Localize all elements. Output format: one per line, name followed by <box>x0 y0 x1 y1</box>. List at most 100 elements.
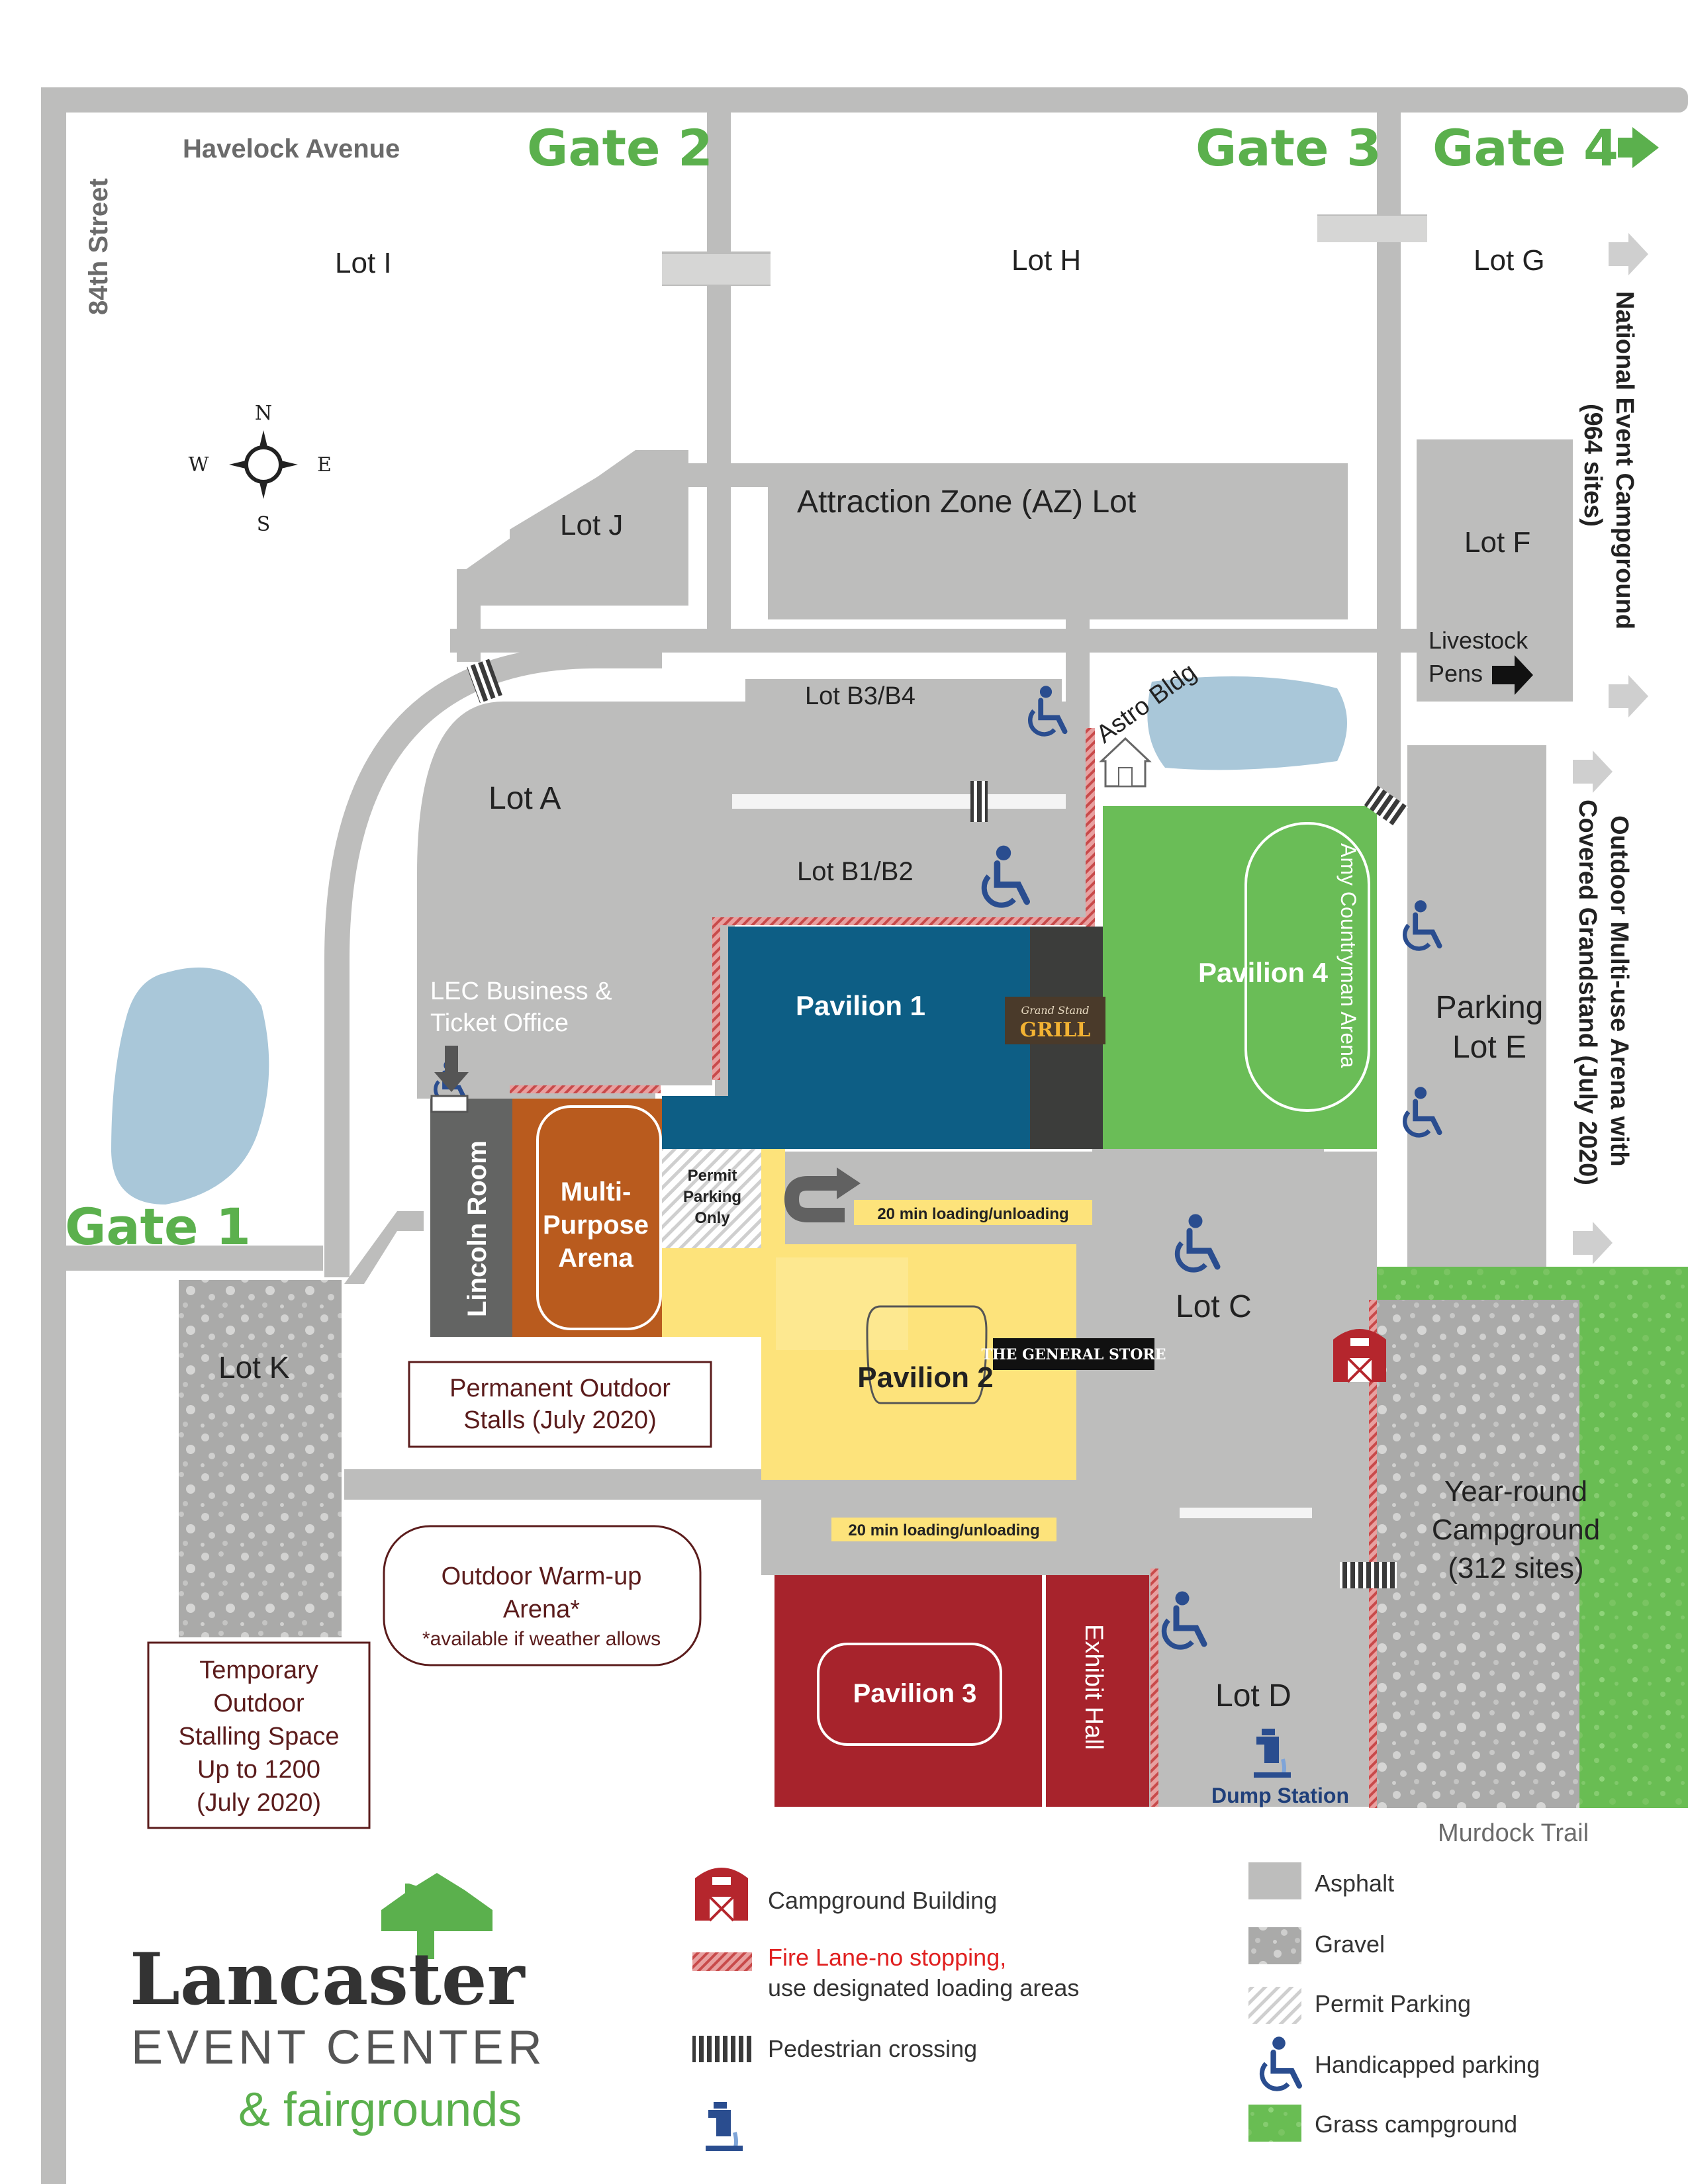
lot-i-label: Lot I <box>335 247 392 279</box>
temp-label-1: Temporary <box>199 1657 318 1684</box>
lot-a-label: Lot A <box>489 781 561 816</box>
gate-3-label: Gate 3 <box>1196 118 1382 177</box>
murdock-label: Murdock Trail <box>1438 1819 1589 1847</box>
gate-4-arrow-icon <box>1618 127 1659 168</box>
campground-building-icon <box>1333 1329 1386 1383</box>
svg-text:GRILL: GRILL <box>1020 1019 1091 1042</box>
handicapped-legend-icon <box>1262 2036 1299 2089</box>
stalls-label-1: Permanent Outdoor <box>449 1375 671 1402</box>
lot-b34-label: Lot B3/B4 <box>805 682 915 710</box>
mpa-label-2: Purpose <box>543 1210 649 1240</box>
legend-fire-1: Fire Lane-no stopping, <box>768 1944 1006 1971</box>
temp-label-2: Outdoor <box>213 1690 305 1717</box>
pavilion-1-label: Pavilion 1 <box>796 990 925 1021</box>
mpa-label-1: Multi- <box>561 1177 632 1206</box>
pedestrian-crossings <box>467 659 1409 1588</box>
general-store-logo: THE GENERAL STORE <box>982 1338 1166 1370</box>
grill-logo: Grand Stand GRILL <box>1005 997 1105 1044</box>
logo-line-2: EVENT CENTER <box>131 2021 546 2074</box>
compass-rose: N S E W <box>189 402 332 536</box>
direction-arrow-icons <box>1573 233 1648 1264</box>
compass-s: S <box>257 513 271 536</box>
campground-gravel <box>1377 1300 1579 1808</box>
campground-label-1: Year-round <box>1444 1475 1587 1508</box>
gate-4-label: Gate 4 <box>1432 118 1618 177</box>
exhibit-hall-label: Exhibit Hall <box>1080 1624 1107 1750</box>
84th-street-label: 84th Street <box>84 178 113 315</box>
svg-text:Grand Stand: Grand Stand <box>1021 1004 1089 1017</box>
lot-c-label: Lot C <box>1176 1289 1252 1324</box>
compass-w: W <box>189 453 209 477</box>
gate-3-bar <box>1317 216 1427 242</box>
gate-2-label: Gate 2 <box>527 118 713 177</box>
amy-countryman-label: Amy Countryman Arena <box>1336 843 1360 1068</box>
grass-swatch <box>1248 2105 1301 2142</box>
legend-left: Campground Building Fire Lane-no stoppin… <box>692 1868 1079 2151</box>
outdoor-arena-label-1: Outdoor Multi-use Arena with <box>1605 815 1633 1167</box>
lot-j-label: Lot J <box>560 509 623 541</box>
white-strip <box>732 794 1066 809</box>
white-strip-lot-c <box>1180 1508 1312 1518</box>
legend-campground-building: Campground Building <box>768 1887 997 1914</box>
permit-label-1: Permit <box>688 1167 737 1185</box>
stalls-box <box>408 1361 712 1448</box>
lancaster-logo: Lancaster EVENT CENTER & fairgrounds <box>130 1873 546 2136</box>
lot-k-label: Lot K <box>218 1350 290 1385</box>
office-arrow-icon <box>430 1046 469 1113</box>
livestock-label-2: Pens <box>1429 660 1483 687</box>
temp-label-4: Up to 1200 <box>197 1756 320 1784</box>
astro-bldg-icon <box>1099 737 1152 788</box>
warm-up-box <box>383 1525 702 1666</box>
az-lot-label: Attraction Zone (AZ) Lot <box>797 484 1136 520</box>
pavilion-4-arena-ring <box>1244 822 1370 1112</box>
dump-station-label: Dump Station <box>1211 1784 1349 1807</box>
campground-label-2: Campground <box>1432 1514 1600 1546</box>
permit-parking-area <box>662 1149 761 1248</box>
dump-station-icon <box>1254 1729 1291 1778</box>
lot-d-label: Lot D <box>1215 1678 1291 1713</box>
pedestrian-legend-swatch <box>692 2036 752 2062</box>
gate-2-bar <box>662 254 771 285</box>
warm-label-2: Arena* <box>503 1596 580 1623</box>
mpa-label-3: Arena <box>558 1244 633 1273</box>
grass-campground <box>1579 1267 1688 1808</box>
svg-text:THE GENERAL STORE: THE GENERAL STORE <box>982 1346 1166 1363</box>
lot-e-label-2: Lot E <box>1452 1030 1526 1065</box>
permit-swatch <box>1248 1987 1301 2024</box>
pond-west <box>111 967 269 1205</box>
office-label-2: Ticket Office <box>430 1009 569 1037</box>
havelock-label: Havelock Avenue <box>183 134 400 163</box>
loading-lower-label: 20 min loading/unloading <box>848 1522 1039 1539</box>
campground-building-legend-icon <box>695 1868 748 1922</box>
loading-upper-label: 20 min loading/unloading <box>877 1205 1068 1223</box>
pavilion-3-ring <box>817 1643 1002 1746</box>
gravel-swatch <box>1248 1927 1301 1964</box>
livestock-pens-arrow-icon <box>1492 655 1533 695</box>
national-campground-sites: (964 sites) <box>1579 404 1607 527</box>
pavilion-4-label: Pavilion 4 <box>1198 957 1329 988</box>
lot-h-label: Lot H <box>1011 244 1081 277</box>
pavilion-4-building[interactable] <box>1103 806 1377 1149</box>
lot-f-label: Lot F <box>1464 526 1530 559</box>
pavilion-2-inner <box>776 1257 908 1350</box>
lincoln-room-building[interactable] <box>430 1099 512 1337</box>
legend-right: Asphalt Gravel Permit Parking Handicappe… <box>1248 1862 1540 2142</box>
office-label-1: LEC Business & <box>430 978 612 1005</box>
lot-g-label: Lot G <box>1474 244 1545 277</box>
lincoln-room-label: Lincoln Room <box>463 1140 492 1317</box>
compass-n: N <box>255 402 272 425</box>
warm-label-3: *available if weather allows <box>422 1628 661 1650</box>
warm-label-1: Outdoor Warm-up <box>442 1563 642 1590</box>
national-campground-label: National Event Campground <box>1611 291 1638 629</box>
legend-handicapped: Handicapped parking <box>1315 2051 1540 2078</box>
lot-b12-label: Lot B1/B2 <box>797 857 914 886</box>
legend-asphalt: Asphalt <box>1315 1870 1394 1897</box>
dump-station-legend-icon <box>706 2102 743 2151</box>
logo-line-1: Lancaster <box>130 1938 526 2021</box>
exhibit-hall-building[interactable] <box>1046 1575 1149 1807</box>
pavilion-2-label: Pavilion 2 <box>857 1361 993 1394</box>
loading-zone-upper <box>854 1200 1092 1225</box>
livestock-label-1: Livestock <box>1429 627 1528 654</box>
permit-label-2: Parking <box>683 1188 741 1206</box>
